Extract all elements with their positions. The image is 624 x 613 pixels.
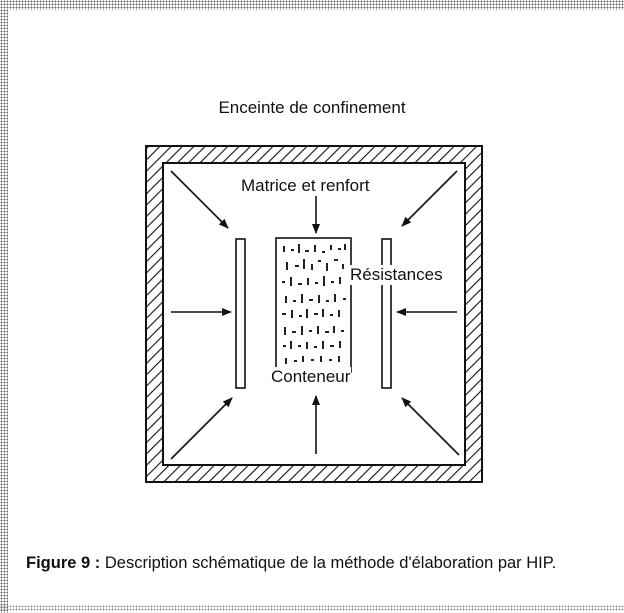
label-matrice-et-renfort: Matrice et renfort bbox=[241, 176, 370, 195]
heating-resistance-left bbox=[235, 238, 246, 389]
dotted-border-bottom bbox=[0, 605, 624, 611]
figure-number: Figure 9 : bbox=[26, 554, 101, 572]
pressure-arrow-top-right bbox=[401, 170, 458, 227]
dotted-border-left bbox=[0, 0, 8, 613]
pressure-arrow-bottom-right bbox=[401, 397, 460, 456]
diagram-title: Enceinte de confinement bbox=[218, 98, 406, 117]
dotted-border-top bbox=[0, 0, 624, 10]
containment-vessel-wall bbox=[145, 145, 483, 483]
label-resistances: Résistances bbox=[349, 265, 444, 285]
figure-caption: Figure 9 : Description schématique de la… bbox=[26, 548, 618, 578]
container-with-matrix bbox=[275, 237, 352, 373]
label-conteneur: Conteneur bbox=[270, 367, 352, 387]
caption-text: Description schématique de la méthode d'… bbox=[104, 554, 557, 572]
pressure-arrow-top-left bbox=[170, 170, 229, 229]
pressure-arrow-bottom-left bbox=[170, 397, 233, 460]
heating-resistance-right bbox=[381, 238, 392, 389]
